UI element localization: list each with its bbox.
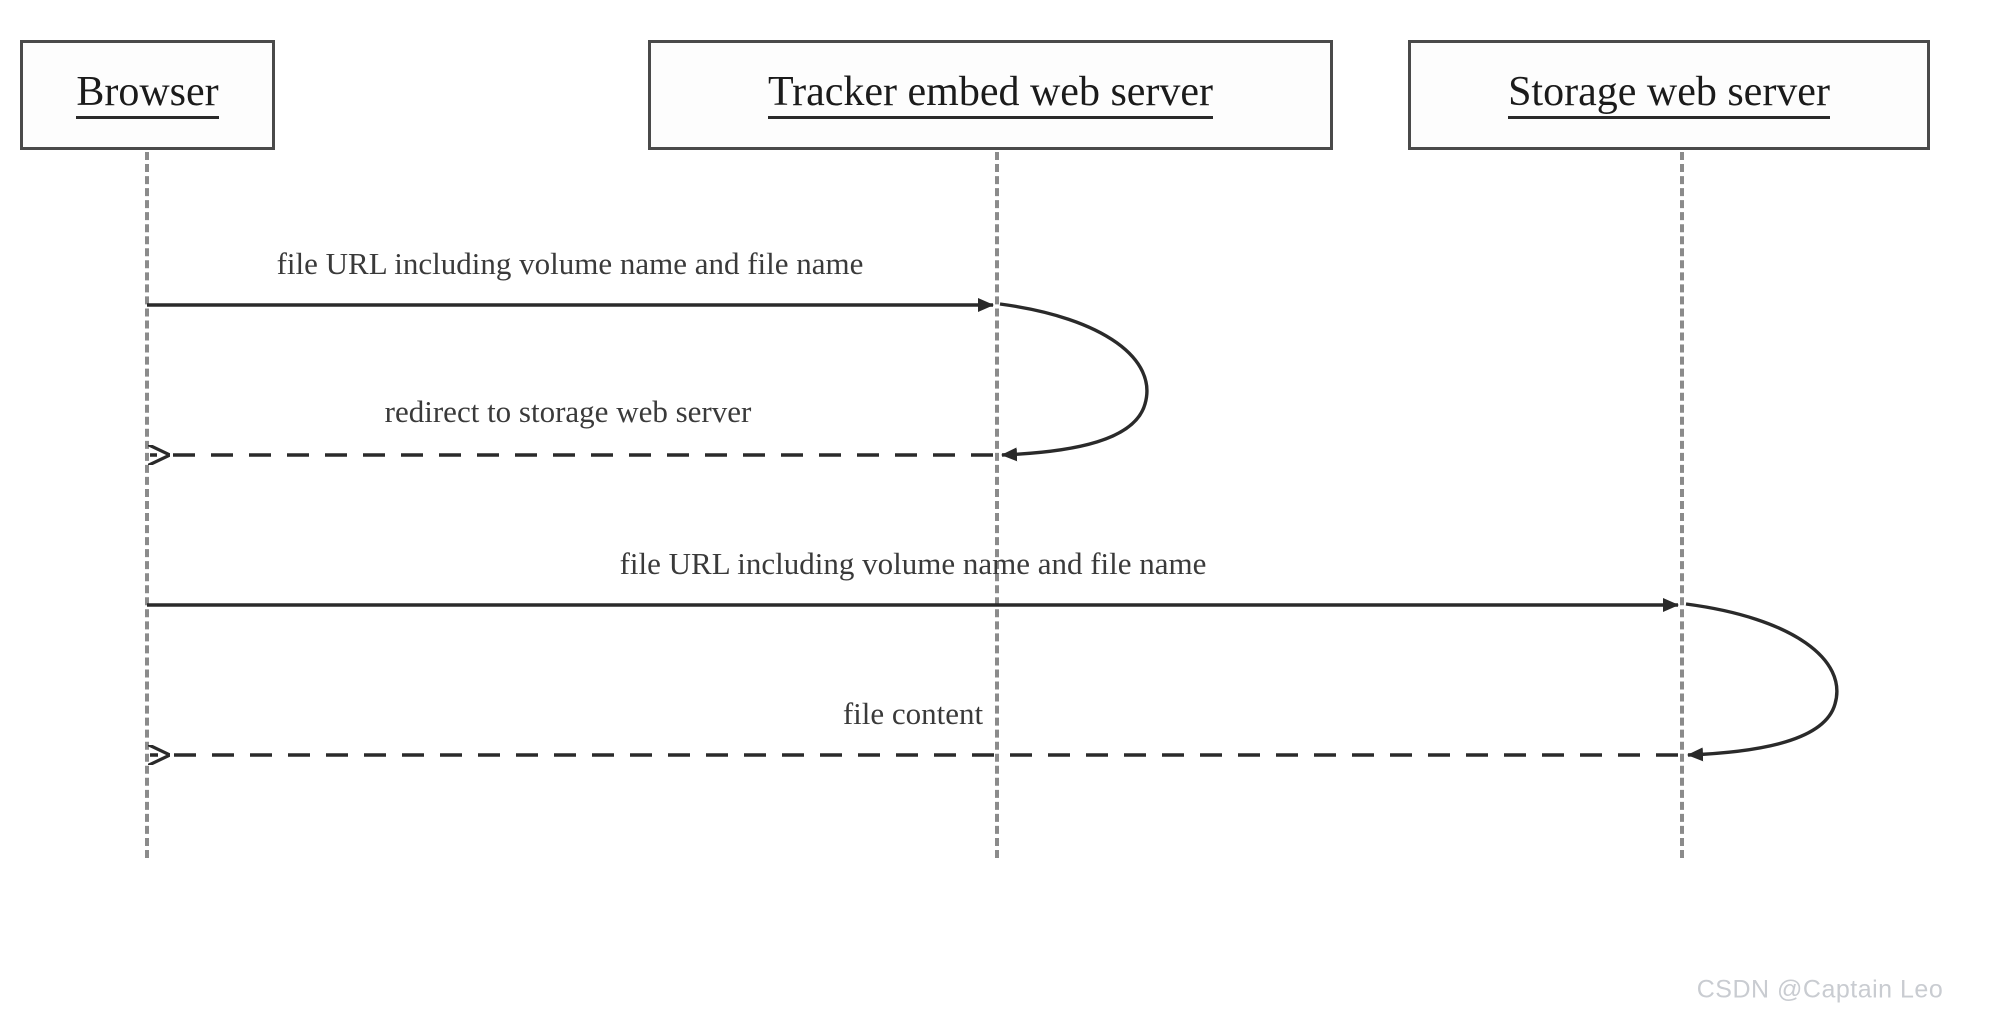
message-label-3: file URL including volume name and file … bbox=[619, 546, 1207, 581]
self-loop-tracker bbox=[999, 302, 1149, 462]
participant-label-storage: Storage web server bbox=[1508, 71, 1830, 119]
lifeline-stem-browser bbox=[145, 152, 149, 858]
self-loop-storage bbox=[1685, 602, 1839, 762]
participant-label-tracker: Tracker embed web server bbox=[767, 71, 1214, 119]
participant-box-tracker[interactable]: Tracker embed web server bbox=[648, 40, 1333, 150]
lifeline-stem-tracker bbox=[995, 152, 999, 858]
participant-label-browser: Browser bbox=[76, 71, 219, 119]
message-label-2: redirect to storage web server bbox=[384, 394, 752, 429]
message-label-4: file content bbox=[842, 696, 984, 731]
message-label-1: file URL including volume name and file … bbox=[276, 246, 864, 281]
scan-artifact bbox=[40, 838, 49, 876]
lifeline-stem-storage bbox=[1680, 152, 1684, 858]
participant-box-browser[interactable]: Browser bbox=[20, 40, 275, 150]
csdn-watermark: CSDN @Captain Leo bbox=[1696, 975, 1944, 1004]
participant-box-storage[interactable]: Storage web server bbox=[1408, 40, 1930, 150]
